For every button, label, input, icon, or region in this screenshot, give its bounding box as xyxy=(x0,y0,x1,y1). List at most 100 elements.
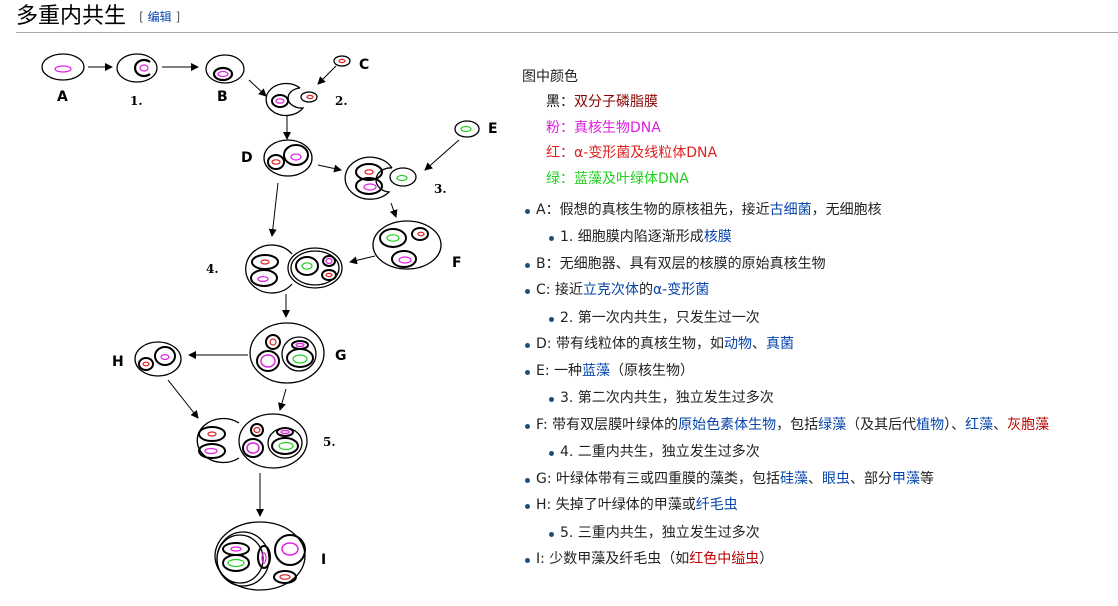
item-text: 的 xyxy=(638,282,653,299)
edit-bracket-close: ] xyxy=(175,10,181,24)
link-nuclear-membrane[interactable]: 核膜 xyxy=(703,229,732,246)
link-euglena[interactable]: 眼虫 xyxy=(822,470,851,487)
list-item-d: D: 带有线粒体的真核生物，如动物、真菌 xyxy=(524,331,1049,358)
label-c: C xyxy=(359,57,369,73)
stage-list: A：假想的真核生物的原核祖先，接近古细菌，无细胞核 1. 细胞膜内陷逐渐形成核膜… xyxy=(522,197,1049,573)
link-ciliates[interactable]: 纤毛虫 xyxy=(695,497,738,514)
item-text: F: 带有双层膜叶绿体的 xyxy=(536,416,679,433)
arrow-3-f xyxy=(389,202,398,218)
item-text: 1. 细胞膜内陷逐渐形成 xyxy=(560,229,704,246)
list-item-b: B：无细胞器、具有双层的核膜的原始真核生物 xyxy=(524,251,1049,278)
endosymbiosis-diagram: A 1. B C 2. D E 3. F 4. G H 5. I xyxy=(41,53,498,591)
cell-a xyxy=(41,53,85,81)
item-text: 、 xyxy=(808,470,823,487)
legend-key: 绿 xyxy=(546,171,560,188)
legend-text: α-变形菌及线粒体DNA xyxy=(574,145,718,162)
item-text: 、部分 xyxy=(850,470,893,487)
arrow-d-3 xyxy=(317,164,342,173)
link-archaea[interactable]: 古细菌 xyxy=(769,201,812,218)
label-d: D xyxy=(241,150,253,166)
item-text: ，无细胞核 xyxy=(811,201,882,218)
cell-e xyxy=(454,120,480,138)
link-dinoflagellates[interactable]: 甲藻 xyxy=(892,470,921,487)
legend-title: 图中颜色 xyxy=(522,69,578,85)
link-plants[interactable]: 植物 xyxy=(916,416,945,433)
legend-sep: ： xyxy=(560,119,574,136)
label-stage-2: 2. xyxy=(335,94,348,108)
item-text: E: 一种 xyxy=(536,362,583,379)
edit-section: [ 编辑 ] xyxy=(139,10,180,24)
label-stage-4: 4. xyxy=(206,262,219,276)
link-red-algae[interactable]: 红藻 xyxy=(965,416,994,433)
legend-text: 蓝藻及叶绿体DNA xyxy=(574,171,689,188)
cell-g xyxy=(249,322,325,384)
link-archaeplastida[interactable]: 原始色素体生物 xyxy=(678,416,777,433)
label-stage-5: 5. xyxy=(323,435,336,449)
legend-text: 真核生物DNA xyxy=(574,119,661,136)
edit-link[interactable]: 编辑 xyxy=(147,10,172,24)
link-diatoms[interactable]: 硅藻 xyxy=(780,470,809,487)
cell-h xyxy=(134,341,182,377)
list-item-1: 1. 细胞膜内陷逐渐形成核膜 xyxy=(536,224,1049,251)
item-text: ）、 xyxy=(944,416,966,433)
link-rickettsia[interactable]: 立克次体 xyxy=(582,282,639,299)
link-mesodinium-rubrum[interactable]: 红色中缢虫 xyxy=(689,551,760,568)
item-text: C: 接近 xyxy=(536,282,583,299)
label-g: G xyxy=(335,348,347,364)
legend-key: 黑 xyxy=(546,94,560,110)
legend-key: 粉 xyxy=(546,119,560,136)
list-item-c: C: 接近立克次体的α-变形菌 xyxy=(524,277,1049,304)
cell-d xyxy=(263,139,313,177)
label-f: F xyxy=(452,255,462,271)
list-item-2: 2. 第一次内共生，只发生过一次 xyxy=(536,305,1049,332)
item-text: ） xyxy=(759,551,774,568)
link-cyanobacteria[interactable]: 蓝藻 xyxy=(582,362,611,379)
arrow-g-5 xyxy=(278,388,287,411)
cell-i xyxy=(214,521,306,591)
arrow-c-2 xyxy=(317,65,337,85)
legend-text: 双分子磷脂膜 xyxy=(574,94,658,110)
list-item-3: 3. 第二次内共生，独立发生过多次 xyxy=(536,385,1049,412)
link-glaucophytes[interactable]: 灰胞藻 xyxy=(1007,416,1050,433)
color-legend: 黑：双分子磷脂膜 粉：真核生物DNA 红：α-变形菌及线粒体DNA 绿：蓝藻及叶… xyxy=(522,90,1049,193)
cell-stage-4 xyxy=(245,244,343,294)
arrow-e-3 xyxy=(424,139,460,171)
arrow-b-2 xyxy=(248,79,267,97)
edit-bracket-open: [ xyxy=(139,10,144,24)
cell-stage-1 xyxy=(116,53,158,83)
link-alphaproteobacteria[interactable]: α-变形菌 xyxy=(652,282,710,299)
item-text: 、 xyxy=(993,416,1008,433)
link-fungi[interactable]: 真菌 xyxy=(765,336,794,353)
item-text: D: 带有线粒体的真核生物，如 xyxy=(536,336,724,353)
legend-sep: ： xyxy=(560,94,574,110)
list-item-g: G: 叶绿体带有三或四重膜的藻类，包括硅藻、眼虫、部分甲藻等 xyxy=(524,466,1049,493)
item-text: H: 失掉了叶绿体的甲藻或 xyxy=(536,497,696,514)
legend-item: 粉：真核生物DNA xyxy=(546,116,1049,142)
item-text: ，包括 xyxy=(776,416,819,433)
list-item-e: E: 一种蓝藻（原核生物） xyxy=(524,358,1049,385)
list-item-a: A：假想的真核生物的原核祖先，接近古细菌，无细胞核 xyxy=(524,197,1049,224)
label-a: A xyxy=(57,89,68,105)
item-text: （及其后代 xyxy=(846,416,917,433)
arrow-f-4 xyxy=(349,255,376,265)
list-item-h: H: 失掉了叶绿体的甲藻或纤毛虫 xyxy=(524,492,1049,519)
link-green-algae[interactable]: 绿藻 xyxy=(818,416,847,433)
list-item-i: I: 少数甲藻及纤毛虫（如红色中缢虫） xyxy=(524,546,1049,573)
label-e: E xyxy=(488,121,498,137)
legend-item: 红：α-变形菌及线粒体DNA xyxy=(546,141,1049,167)
legend-key: 红 xyxy=(546,145,560,162)
item-text: 、 xyxy=(751,336,766,353)
link-animals[interactable]: 动物 xyxy=(723,336,752,353)
list-item-f: F: 带有双层膜叶绿体的原始色素体生物，包括绿藻（及其后代植物）、红藻、灰胞藻 xyxy=(524,412,1050,439)
arrow-h-5 xyxy=(167,379,199,419)
label-stage-3: 3. xyxy=(434,182,447,196)
item-text: 等 xyxy=(920,470,935,487)
cell-stage-5 xyxy=(196,413,308,469)
legend-sep: ： xyxy=(560,171,574,188)
section-title: 多重内共生 xyxy=(16,4,127,29)
cell-stage-2 xyxy=(265,82,318,117)
item-text: （原核生物） xyxy=(610,362,695,379)
label-i: I xyxy=(321,552,326,568)
cell-f xyxy=(372,220,442,270)
label-stage-1: 1. xyxy=(130,94,143,108)
